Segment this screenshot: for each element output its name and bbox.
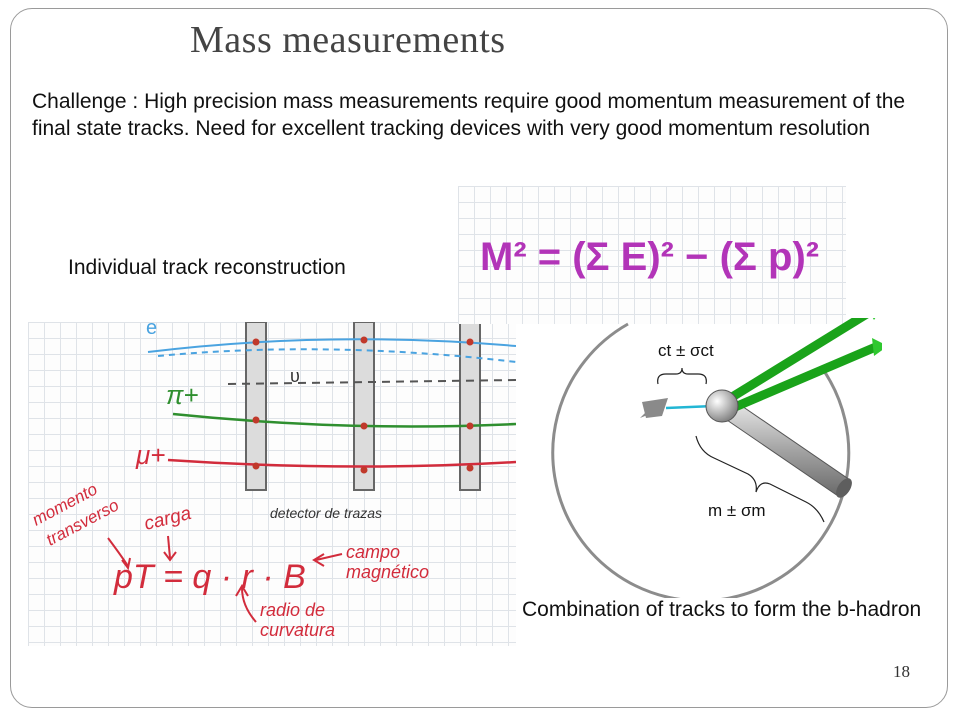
- track-electron: [147, 338, 517, 353]
- track-neutral: [227, 379, 517, 385]
- m-label: m ± σm: [708, 501, 766, 520]
- slide-title: Mass measurements: [190, 19, 506, 61]
- radius-label-1: radio de: [260, 600, 325, 620]
- track-electron-dashed: [157, 348, 517, 363]
- green-track-2: [726, 341, 880, 415]
- combination-label: Combination of tracks to form the b-hadr…: [522, 598, 922, 621]
- m-brace: [695, 435, 825, 523]
- detector-circle: [551, 322, 851, 603]
- detector-plane-1: [245, 321, 267, 491]
- challenge-text: Challenge : High precision mass measurem…: [32, 90, 906, 140]
- particle-e-label: e: [146, 322, 157, 339]
- track-cylinder-end: [836, 478, 852, 498]
- field-label-2: magnético: [346, 562, 429, 582]
- particle-pi-label: π+: [166, 380, 199, 410]
- track-reconstruction-label: Individual track reconstruction: [68, 256, 346, 279]
- green-track-1: [721, 308, 873, 406]
- track-cylinder: [723, 401, 851, 497]
- track-reconstruction-sketch: e υ π+ μ+ detector de trazas momento tra…: [28, 317, 517, 646]
- detector-hits: [252, 336, 474, 474]
- detector-planes: [245, 321, 481, 491]
- decay-svg: ct ± σct m ± σm: [551, 306, 888, 603]
- green-track-1-arrow: [866, 306, 882, 320]
- annotation-arrows: [107, 535, 343, 623]
- detector-label: detector de trazas: [270, 505, 382, 521]
- invariant-mass-formula-box: M² = (Σ E)² − (Σ p)²: [458, 186, 846, 324]
- ct-label: ct ± σct: [658, 341, 714, 360]
- charge-label: carga: [142, 503, 193, 535]
- ct-brace: [657, 367, 707, 385]
- invariant-mass-formula: M² = (Σ E)² − (Σ p)²: [480, 235, 819, 279]
- neutral-track-label: υ: [290, 366, 300, 386]
- radius-label-2: curvatura: [260, 620, 335, 640]
- primary-vertex: [640, 398, 668, 418]
- b-hadron-vertex: [705, 389, 739, 423]
- momentum-equation: pT = q · r · B: [113, 558, 306, 596]
- green-track-2-arrow: [872, 338, 888, 356]
- particle-mu-label: μ+: [135, 440, 165, 470]
- decay-diagram: ct ± σct m ± σm: [510, 306, 888, 603]
- track-muon: [167, 458, 517, 468]
- field-label-1: campo: [346, 542, 400, 562]
- detector-plane-2: [353, 321, 375, 491]
- sketch-svg: e υ π+ μ+ detector de trazas momento tra…: [29, 317, 517, 640]
- formula-svg: M² = (Σ E)² − (Σ p)²: [480, 235, 819, 279]
- page-number: 18: [893, 662, 910, 681]
